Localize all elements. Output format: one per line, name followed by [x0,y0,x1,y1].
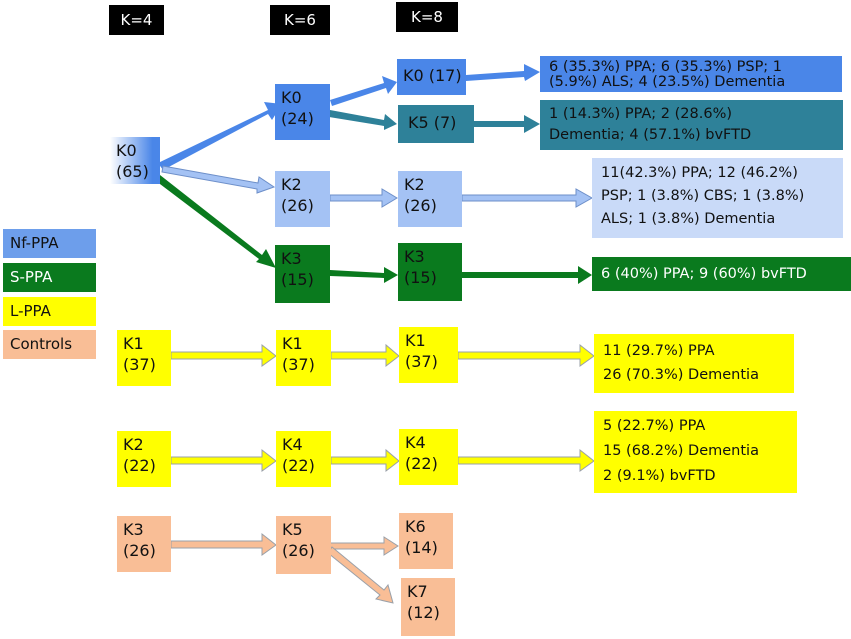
arrow-k6k4-to-k8k4 [330,448,400,473]
arrow-k4k3-to-k6k5 [170,532,277,556]
node-name: K0 [281,88,302,107]
node-name: K5 [282,520,303,539]
arrow-k6k5-to-k8k7 [327,546,394,604]
node-count: (15) [281,270,314,289]
node-count: (15) [404,268,437,287]
node-k6-k1: K1 (37) [276,330,331,386]
node-count: (22) [405,454,438,473]
node-name: K7 [407,582,428,601]
node-name: K5 (7) [408,113,457,132]
node-name: K2 [281,175,302,194]
node-name: K4 [405,433,426,452]
node-k4-k2: K2 (22) [117,431,171,487]
node-count: (12) [407,603,440,622]
node-k8-k0: K0 (17) [397,59,466,95]
result-line: 11 (29.7%) PPA [603,343,715,359]
result-k1-37: 11 (29.7%) PPA 26 (70.3%) Dementia [594,334,794,393]
node-count: (26) [123,541,156,560]
node-k6-k5: K5 (26) [276,516,331,574]
result-line: 6 (35.3%) PPA; 6 (35.3%) PSP; 1 [549,59,783,75]
node-count: (26) [404,196,437,215]
result-k4-22: 5 (22.7%) PPA 15 (68.2%) Dementia 2 (9.1… [594,411,797,493]
arrow-k6k1-to-k8k1 [330,343,400,368]
legend-nf-ppa: Nf-PPA [3,229,96,258]
result-line: Dementia; 4 (57.1%) bvFTD [549,127,752,143]
node-k8-k6: K6 (14) [399,513,453,569]
arrow-k8k1-to-r1 [457,343,595,367]
node-count: (22) [123,456,156,475]
node-count: (26) [281,196,314,215]
arrow-k6k3-to-k8k3 [330,267,398,283]
arrow-k6k2-to-k8k2 [329,188,398,208]
node-k4-k0: K0 (65) [110,137,160,184]
arrow-k8k5-to-r5 [474,115,540,133]
node-name: K1 [123,334,144,353]
arrow-k8k3-to-r3 [462,266,592,284]
arrow-k4k0-to-k6k3 [156,175,276,268]
result-line: PSP; 1 (3.8%) CBS; 1 (3.8%) [601,188,805,204]
result-line: 2 (9.1%) bvFTD [603,468,716,484]
node-k8-k7: K7 (12) [401,578,455,636]
result-line: 5 (22.7%) PPA [603,418,706,434]
result-k2-26: 11(42.3%) PPA; 12 (46.2%) PSP; 1 (3.8%) … [592,158,843,238]
node-count: (37) [405,352,438,371]
arrow-k8k2-to-r2 [461,188,594,208]
node-count: (26) [282,541,315,560]
result-k0-17: 6 (35.3%) PPA; 6 (35.3%) PSP; 1 (5.9%) A… [540,56,842,92]
node-k6-k0: K0 (24) [275,84,330,140]
node-k8-k2: K2 (26) [398,171,462,227]
arrow-k6k0-to-k8k5 [329,110,397,130]
arrow-k4k0-to-k6k2 [161,165,276,194]
node-k8-k3: K3 (15) [398,243,462,301]
result-line: 6 (40%) PPA; 9 (60%) bvFTD [601,266,807,282]
result-line: 11(42.3%) PPA; 12 (46.2%) [601,165,798,181]
node-k4-k1: K1 (37) [117,330,171,386]
node-k8-k1: K1 (37) [399,327,458,383]
node-name: K3 [123,520,144,539]
result-k3-15: 6 (40%) PPA; 9 (60%) bvFTD [592,257,851,291]
node-name: K3 [281,249,302,268]
node-count: (22) [282,456,315,475]
node-count: (37) [282,355,315,374]
node-k6-k2: K2 (26) [275,171,330,227]
legend-controls: Controls [3,330,96,359]
result-k5-7: 1 (14.3%) PPA; 2 (28.6%) Dementia; 4 (57… [540,100,843,150]
result-line: (5.9%) ALS; 4 (23.5%) Dementia [549,74,786,90]
node-k8-k5: K5 (7) [398,105,474,143]
arrow-k4k1-to-k6k1 [170,343,277,367]
arrow-k8k0-to-r0 [466,64,540,81]
node-k6-k3: K3 (15) [275,245,330,303]
node-name: K2 [123,435,144,454]
node-count: (65) [116,162,149,181]
node-name: K1 [282,334,303,353]
arrow-k6k0-to-k8k0 [330,76,397,106]
arrow-k4k2-to-k6k4 [170,448,277,472]
header-k4: K=4 [109,5,164,35]
arrow-k8k4-to-r4 [457,448,595,472]
node-name: K2 [404,175,425,194]
node-count: (37) [123,355,156,374]
node-k4-k3: K3 (26) [117,516,171,572]
node-name: K4 [282,435,303,454]
node-name: K1 [405,331,426,350]
node-name: K0 [116,141,137,160]
node-count: (24) [281,109,314,128]
node-name: K6 [405,517,426,536]
node-name: K3 [404,247,425,266]
legend-l-ppa: L-PPA [3,297,96,326]
legend-s-ppa: S-PPA [3,263,96,292]
node-name: K0 (17) [403,66,462,85]
node-k6-k4: K4 (22) [276,431,331,487]
result-line: 15 (68.2%) Dementia [603,443,759,459]
arrow-k4k0-to-k6k0 [158,102,282,170]
node-count: (14) [405,538,438,557]
node-k8-k4: K4 (22) [399,429,458,485]
result-line: ALS; 1 (3.8%) Dementia [601,211,776,227]
header-k8: K=8 [396,2,458,32]
arrow-k6k5-to-k8k6 [329,536,399,556]
header-k6: K=6 [270,5,330,35]
result-line: 26 (70.3%) Dementia [603,367,759,383]
result-line: 1 (14.3%) PPA; 2 (28.6%) [549,106,733,122]
